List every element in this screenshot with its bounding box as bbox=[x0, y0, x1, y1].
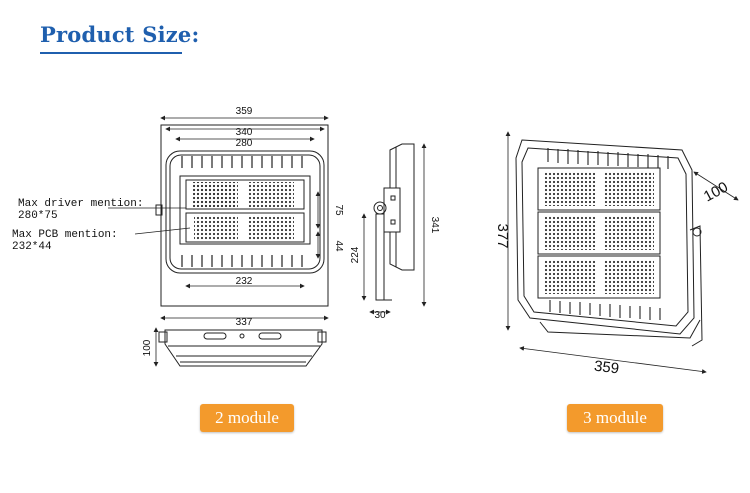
dim-377: 377 bbox=[494, 223, 511, 248]
dim-232: 232 bbox=[236, 276, 253, 287]
driver-value: 280*75 bbox=[18, 210, 58, 222]
driver-label: Max driver mention: bbox=[18, 198, 143, 210]
section-title: Product Size: bbox=[40, 22, 200, 47]
front-view-2-module bbox=[155, 124, 329, 307]
dim-30: 30 bbox=[374, 310, 386, 321]
pcb-value: 232*44 bbox=[12, 241, 52, 253]
dim-100-3: 100 bbox=[701, 179, 731, 206]
dim-100-bottom: 100 bbox=[142, 339, 153, 356]
led-arrays-3-module bbox=[545, 172, 654, 294]
dim-337: 337 bbox=[236, 317, 253, 328]
pcb-label: Max PCB mention: bbox=[12, 229, 118, 241]
led-arrays-2-module bbox=[194, 182, 294, 240]
title-underline bbox=[40, 52, 182, 54]
three-module-badge: 3 module bbox=[567, 404, 663, 432]
dim-280: 280 bbox=[236, 138, 253, 149]
side-view-2-module bbox=[373, 143, 415, 301]
dim-44: 44 bbox=[333, 240, 344, 252]
dim-341: 341 bbox=[429, 217, 440, 234]
dim-359: 359 bbox=[236, 106, 253, 117]
bottom-view-2-module bbox=[158, 329, 327, 367]
dim-359-3: 359 bbox=[593, 358, 620, 378]
dim-224: 224 bbox=[350, 246, 361, 263]
dim-340: 340 bbox=[236, 127, 253, 138]
two-module-badge: 2 module bbox=[200, 404, 294, 432]
dim-75: 75 bbox=[333, 204, 344, 216]
